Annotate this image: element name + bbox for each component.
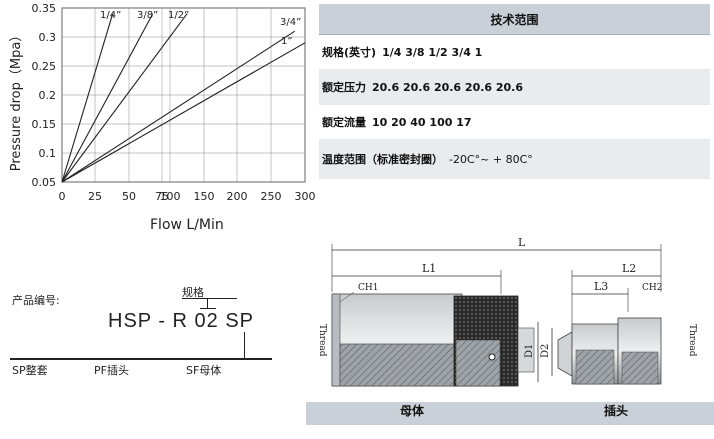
- x-tick-label: 75: [155, 190, 169, 203]
- x-tick-label: 25: [88, 190, 102, 203]
- spec-table: 技术范围 规格(英寸) 1/4 3/8 1/2 3/4 1 额定压力 20.6 …: [319, 4, 710, 179]
- x-tick-label: 300: [295, 190, 316, 203]
- product-code-label: 产品编号:: [12, 294, 60, 307]
- callout-ch2: CH2: [642, 283, 662, 293]
- callout-thread-left: Thread: [317, 324, 327, 357]
- female-coupler-body: CH1: [331, 283, 535, 387]
- series-line: [61, 13, 188, 183]
- y-tick-label: 0.15: [32, 118, 57, 131]
- spec-row-size: 规格(英寸) 1/4 3/8 1/2 3/4 1: [319, 35, 710, 70]
- dimension-d2: D2: [540, 328, 553, 376]
- option-sf: SF母体: [186, 364, 222, 377]
- dimension-l1: L1: [332, 262, 502, 294]
- spec-value: 20.6 20.6 20.6 20.6 20.6: [372, 80, 524, 94]
- spec-label-text: 规格: [182, 286, 204, 299]
- y-tick-label: 0.2: [39, 89, 57, 102]
- x-tick-label: 200: [227, 190, 248, 203]
- callout-ch1: CH1: [358, 283, 378, 293]
- chart-series-labels: 1/4” 3/8” 1/2” 3/4” 1”: [100, 10, 301, 47]
- series-label: 3/4”: [280, 17, 301, 28]
- svg-text:D1: D1: [524, 344, 535, 358]
- series-label: 1”: [281, 36, 293, 47]
- spec-bracket-stem: [207, 298, 208, 308]
- model-code: HSP - R 02 SP: [108, 310, 255, 332]
- dimension-l2: L2: [571, 262, 661, 332]
- svg-text:L: L: [518, 236, 526, 249]
- dimension-l: L: [331, 236, 662, 292]
- spec-bracket-top: [182, 298, 237, 299]
- x-tick-label: 0: [59, 190, 66, 203]
- spec-label: 额定压力: [322, 81, 366, 94]
- spec-label: 规格(英寸): [322, 46, 377, 59]
- x-tick-label: 100: [160, 190, 181, 203]
- spec-table-title: 技术范围: [319, 4, 710, 35]
- x-tick-label: 50: [122, 190, 136, 203]
- y-tick-label: 0.1: [39, 147, 57, 160]
- option-pf: PF插头: [94, 364, 129, 377]
- series-line: [61, 13, 114, 183]
- option-baseline: [10, 358, 272, 360]
- svg-text:L2: L2: [622, 262, 636, 275]
- spec-value: -20C°~ + 80C°: [449, 152, 533, 166]
- spec-bracket-foot: [200, 308, 216, 309]
- spec-value: 1/4 3/8 1/2 3/4 1: [382, 45, 483, 59]
- coupling-drawing: L L1 L2 L3 CH1 Thread D1 D2: [317, 236, 697, 387]
- chart-series: [61, 13, 306, 183]
- chart-grid: [61, 7, 306, 183]
- series-label: 1/2”: [168, 10, 189, 21]
- chart-ylabel: Pressure drop（Mpa）: [9, 29, 24, 172]
- caption-female: 母体: [399, 404, 424, 418]
- series-line: [61, 30, 296, 183]
- spec-value: 10 20 40 100 17: [372, 115, 472, 129]
- dimension-d1: D1: [524, 322, 539, 382]
- dimension-l3: L3: [572, 280, 629, 312]
- svg-text:L1: L1: [422, 262, 436, 275]
- spec-label: 温度范围（标准密封圈）: [322, 153, 443, 166]
- series-label: 3/8”: [137, 10, 158, 21]
- series-label: 1/4”: [100, 10, 121, 21]
- male-plug-body: CH2: [557, 283, 662, 385]
- spec-row-flow: 额定流量 10 20 40 100 17: [319, 105, 710, 140]
- callout-thread-right: Thread: [687, 324, 697, 357]
- series-line: [61, 13, 154, 183]
- option-sp: SP整套: [12, 364, 48, 377]
- svg-text:L3: L3: [594, 280, 608, 293]
- drawing-caption-bar: 母体 插头: [306, 402, 714, 425]
- x-tick-label: 250: [261, 190, 282, 203]
- y-tick-label: 0.05: [32, 176, 57, 189]
- x-tick-label: 150: [194, 190, 215, 203]
- svg-text:D2: D2: [540, 344, 551, 358]
- spec-row-pressure: 额定压力 20.6 20.6 20.6 20.6 20.6: [319, 70, 710, 105]
- y-tick-label: 0.35: [32, 2, 57, 15]
- option-pointer: [244, 332, 245, 358]
- model-code-diagram: 规格 产品编号: HSP - R 02 SP SP整套 PF插头 SF母体: [0, 270, 300, 380]
- spec-label: 额定流量: [322, 116, 366, 129]
- y-tick-label: 0.25: [32, 60, 57, 73]
- spec-row-temperature: 温度范围（标准密封圈） -20C°~ + 80C°: [319, 140, 710, 179]
- y-tick-label: 0.3: [39, 31, 57, 44]
- series-line: [61, 42, 306, 183]
- caption-male: 插头: [603, 404, 628, 418]
- chart-xlabel: Flow L/Min: [150, 217, 224, 233]
